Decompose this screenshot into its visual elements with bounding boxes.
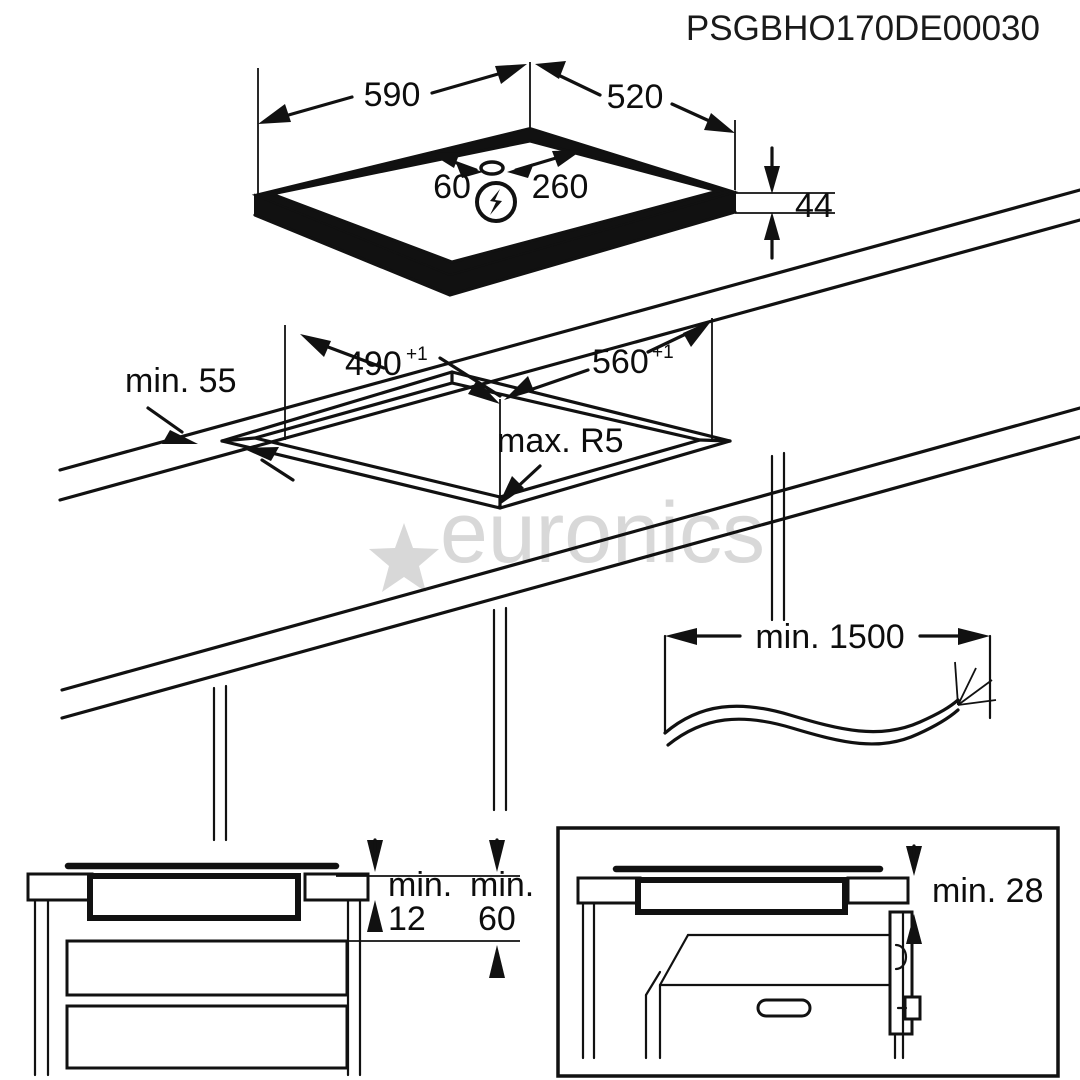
hob-over-drawers-section: min. 12 min. 60 bbox=[26, 838, 534, 1077]
dimension-490: 490 +1 bbox=[284, 325, 502, 440]
hob-body-right-section bbox=[635, 877, 848, 915]
dimension-min-28-label: min. 28 bbox=[932, 872, 1044, 910]
dimension-min-1500-label: min. 1500 bbox=[755, 618, 904, 656]
dimension-min-55-label: min. 55 bbox=[125, 362, 237, 400]
hob-front-edge bbox=[253, 210, 737, 297]
part-number-title: PSGBHO170DE00030 bbox=[686, 9, 1040, 48]
dimension-560-label: 560 bbox=[592, 343, 649, 381]
hob-isometric-view: 590 520 bbox=[251, 61, 835, 297]
oven-body bbox=[686, 933, 897, 1060]
drawer-upper bbox=[65, 939, 349, 997]
dimension-590-label: 590 bbox=[364, 76, 421, 114]
drawer-lower bbox=[65, 1004, 349, 1070]
dimension-260-label: 260 bbox=[532, 168, 589, 206]
dimension-590: 590 bbox=[257, 62, 531, 196]
dimension-490-superscript: +1 bbox=[406, 344, 428, 365]
worktop-cutout-view: min. 55 490 +1 bbox=[58, 188, 1080, 842]
cable-path-lower bbox=[666, 708, 960, 747]
electrical-connection-symbol bbox=[475, 181, 517, 223]
dimension-44: 44 bbox=[735, 146, 835, 260]
worktop-slab-left-right-section bbox=[576, 876, 642, 905]
dimension-560: 560 +1 bbox=[504, 318, 713, 442]
oven-door-handle bbox=[756, 998, 812, 1018]
dimension-min-55: min. 55 bbox=[125, 362, 295, 482]
dimension-560-superscript: +1 bbox=[652, 342, 674, 363]
dimension-490-label: 490 bbox=[345, 345, 402, 383]
cable-wire-ends bbox=[954, 661, 997, 706]
dimension-60-260: 60 260 bbox=[430, 150, 589, 223]
dimension-min-12-prefix: min. bbox=[388, 866, 452, 904]
dimension-520-label: 520 bbox=[607, 78, 664, 116]
worktop-slab-right bbox=[303, 872, 370, 902]
worktop-slab-right-right-section bbox=[846, 876, 910, 905]
cable-path-upper bbox=[663, 698, 960, 735]
connection-point-marker bbox=[479, 160, 505, 176]
worktop-legs bbox=[212, 451, 786, 842]
hob-body-left-section bbox=[87, 873, 301, 921]
oven-fastener bbox=[903, 995, 922, 1021]
dimension-min-12-value: 12 bbox=[388, 900, 426, 938]
dimension-max-r5: max. R5 bbox=[497, 422, 624, 506]
dimension-min-12-60: min. 12 min. 60 bbox=[298, 838, 534, 978]
cutout-outline-inner bbox=[253, 381, 702, 499]
supply-cable-view: min. 1500 bbox=[663, 618, 997, 747]
dimension-max-r5-label: max. R5 bbox=[497, 422, 624, 460]
dimension-520: 520 bbox=[535, 61, 736, 190]
watermark: euronics bbox=[369, 485, 765, 592]
oven-top-slope bbox=[658, 933, 690, 1060]
dimension-min-60-prefix: min. bbox=[470, 866, 534, 904]
star-icon bbox=[369, 523, 439, 592]
watermark-label: euronics bbox=[440, 485, 765, 581]
dimension-44-label: 44 bbox=[795, 187, 833, 225]
dimension-60-label: 60 bbox=[433, 168, 471, 206]
hob-over-oven-section: min. 28 bbox=[556, 826, 1060, 1078]
dimension-min-28: min. 28 bbox=[906, 844, 1044, 944]
lightning-bolt-icon bbox=[490, 189, 502, 215]
worktop-slab-left bbox=[26, 872, 94, 902]
dimension-min-60-value: 60 bbox=[478, 900, 516, 938]
oven-grommet-icon bbox=[894, 943, 908, 971]
section-frame-box bbox=[556, 826, 1060, 1078]
